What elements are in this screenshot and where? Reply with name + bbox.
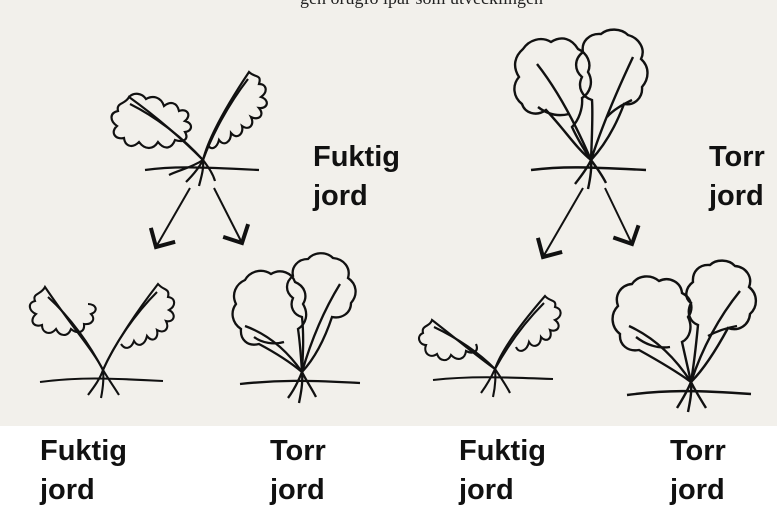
label-line: jord bbox=[313, 177, 400, 216]
label-line: Torr bbox=[709, 138, 765, 177]
leaf-midrib bbox=[495, 303, 544, 369]
lobed-leaf bbox=[30, 287, 103, 370]
leaf-midrib bbox=[130, 104, 203, 160]
arrow-to-offspring-3 bbox=[543, 188, 583, 257]
leaf-vein bbox=[538, 107, 569, 115]
root bbox=[691, 382, 706, 408]
offspring-1 bbox=[30, 284, 174, 398]
root bbox=[495, 369, 510, 393]
root bbox=[103, 370, 119, 395]
soil-line bbox=[433, 377, 553, 380]
label-line: Torr bbox=[270, 432, 326, 471]
soil-line bbox=[240, 381, 360, 384]
root bbox=[302, 372, 316, 397]
label-line: Fuktig bbox=[40, 432, 127, 471]
soil-line bbox=[627, 391, 751, 395]
leaf-midrib bbox=[591, 57, 633, 160]
offspring-2 bbox=[233, 253, 360, 403]
root bbox=[591, 160, 606, 183]
label-line: jord bbox=[709, 177, 765, 216]
broad-leaf bbox=[287, 253, 356, 372]
label-line: Fuktig bbox=[313, 138, 400, 177]
label-fuktig-jord-bottom-1: Fuktig jord bbox=[40, 432, 127, 510]
parent-plant-left bbox=[112, 72, 267, 186]
label-torr-jord-top: Torr jord bbox=[709, 138, 765, 216]
leaf-vein bbox=[636, 337, 670, 347]
parent-plant-right bbox=[514, 30, 647, 189]
offspring-3 bbox=[419, 296, 561, 397]
arrow-to-offspring-2 bbox=[214, 188, 242, 243]
root bbox=[481, 369, 495, 393]
label-line: jord bbox=[459, 471, 546, 510]
lobed-leaf bbox=[495, 296, 561, 369]
label-torr-jord-bottom-2: Torr jord bbox=[270, 432, 326, 510]
lobed-leaf bbox=[112, 94, 204, 160]
arrow-to-offspring-1 bbox=[156, 188, 190, 247]
lobed-leaf bbox=[203, 72, 267, 160]
arrow-to-offspring-4 bbox=[605, 188, 632, 244]
leaf-midrib bbox=[103, 292, 157, 370]
label-line: jord bbox=[40, 471, 127, 510]
lobed-leaf bbox=[103, 284, 174, 370]
soil-line bbox=[40, 379, 163, 383]
label-line: Torr bbox=[670, 432, 726, 471]
label-line: jord bbox=[270, 471, 326, 510]
lobed-leaf bbox=[419, 320, 495, 369]
label-torr-jord-bottom-4: Torr jord bbox=[670, 432, 726, 510]
leaf-midrib bbox=[691, 291, 740, 382]
leaf-midrib bbox=[302, 284, 340, 372]
leaf-midrib bbox=[629, 326, 691, 382]
label-fuktig-jord-bottom-3: Fuktig jord bbox=[459, 432, 546, 510]
label-fuktig-jord-top: Fuktig jord bbox=[313, 138, 400, 216]
root bbox=[88, 370, 103, 395]
label-line: jord bbox=[670, 471, 726, 510]
root bbox=[203, 160, 215, 181]
broad-leaf bbox=[233, 271, 307, 372]
soil-line bbox=[531, 167, 646, 170]
offspring-4 bbox=[613, 261, 756, 412]
label-line: Fuktig bbox=[459, 432, 546, 471]
